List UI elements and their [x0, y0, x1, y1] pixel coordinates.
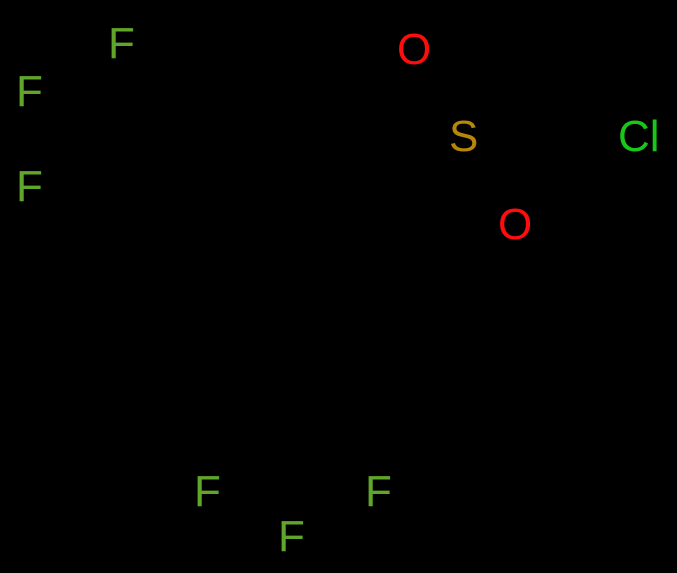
atom-label-fluorine-bottom-middle: F [278, 512, 305, 561]
atom-label-fluorine-upper-left: F [16, 67, 43, 116]
atom-label-sulfur: S [449, 112, 479, 161]
atom-label-oxygen-lower: O [498, 200, 533, 249]
atom-label-oxygen-upper: O [397, 25, 432, 74]
atom-label-fluorine-lower-left: F [16, 162, 43, 211]
atom-label-chlorine: Cl [618, 112, 660, 161]
atom-label-fluorine-bottom-right: F [365, 467, 392, 516]
atom-label-fluorine-top: F [108, 19, 135, 68]
atom-label-fluorine-bottom-left: F [194, 467, 221, 516]
